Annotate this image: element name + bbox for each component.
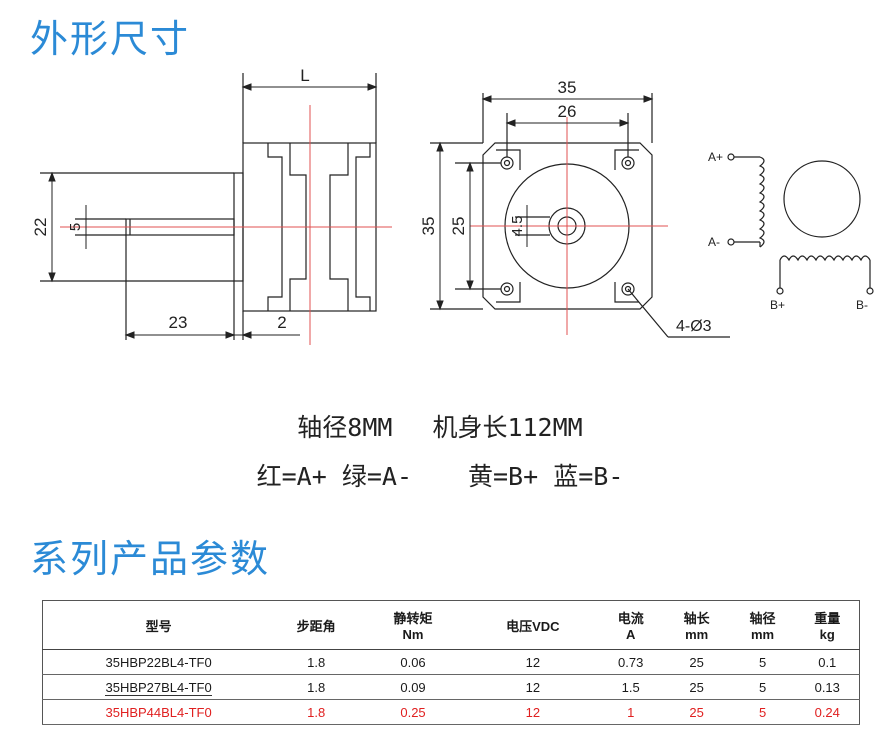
dim-23-label: 23 [169,313,188,332]
cell: 25 [663,674,730,700]
table-row: 35HBP27BL4-TF0 1.8 0.09 12 1.5 25 5 0.13 [42,674,860,700]
spec-line-wire-colors: 红=A+ 绿=A- 黄=B+ 蓝=B- [0,457,880,493]
dim-35-left-label: 35 [419,217,438,236]
cell: 0.1 [795,649,860,675]
cell-model: 35HBP44BL4-TF0 [42,699,275,725]
table-row: 35HBP22BL4-TF0 1.8 0.06 12 0.73 25 5 0.1 [42,649,860,675]
cell: 1.8 [274,699,359,725]
dim-L-label: L [300,66,309,85]
dim-4-5-label: 4.5 [509,216,526,237]
dim-35-top-label: 35 [558,78,577,97]
cell: 1.8 [274,674,359,700]
cell: 12 [467,674,598,700]
cell: 1 [597,699,664,725]
col-header: 电压VDC [467,600,598,650]
cell: 0.73 [597,649,664,675]
cell: 0.06 [358,649,468,675]
holes-label: 4-Ø3 [676,318,712,335]
dim-25-label: 25 [449,217,468,236]
front-dimension-lines [436,95,654,311]
wire-b-plus-label: B+ [770,298,785,312]
side-center-lines [60,105,392,345]
wire-red: 红=A+ [256,462,327,491]
cell: 0.13 [795,674,860,700]
cell-model: 35HBP27BL4-TF0 [42,674,275,700]
cell: 12 [467,699,598,725]
cell: 5 [729,674,796,700]
side-dimension-lines [48,83,378,339]
wire-blue: 蓝=B- [553,462,624,491]
spec-shaft: 轴径8MM [297,413,393,442]
cell: 25 [663,649,730,675]
section-title-dimensions: 外形尺寸 [30,17,191,61]
cell: 0.25 [358,699,468,725]
wire-a-plus-label: A+ [708,150,723,164]
cell: 1.8 [274,649,359,675]
cell: 1.5 [597,674,664,700]
spec-line-shaft-body: 轴径8MM 机身长112MM [0,408,880,444]
dim-26-label: 26 [558,102,577,121]
cell: 0.09 [358,674,468,700]
cell: 5 [729,649,796,675]
dim-5-label: 5 [67,223,84,231]
cell: 5 [729,699,796,725]
front-center-lines [470,117,668,335]
dim-2-label: 2 [277,313,286,332]
spec-body: 机身长112MM [432,413,583,442]
wire-a-minus-label: A- [708,235,720,249]
cell-model: 35HBP22BL4-TF0 [42,649,275,675]
dimension-drawing: L 22 5 23 2 [31,66,874,345]
table-row-highlight: 35HBP44BL4-TF0 1.8 0.25 12 1 25 5 0.24 [42,699,860,725]
col-header: 步距角 [274,600,359,650]
section-title-series: 系列产品参数 [30,537,271,581]
cell: 0.24 [795,699,860,725]
dim-22-label: 22 [31,218,50,237]
wire-green: 绿=A- [341,462,412,491]
col-header: 型号 [42,600,275,650]
cell: 25 [663,699,730,725]
cell: 12 [467,649,598,675]
wire-yellow: 黄=B+ [468,462,539,491]
wire-b-minus-label: B- [856,298,868,312]
wiring-diagram [727,153,874,295]
front-view [430,93,730,338]
side-view [40,73,377,340]
